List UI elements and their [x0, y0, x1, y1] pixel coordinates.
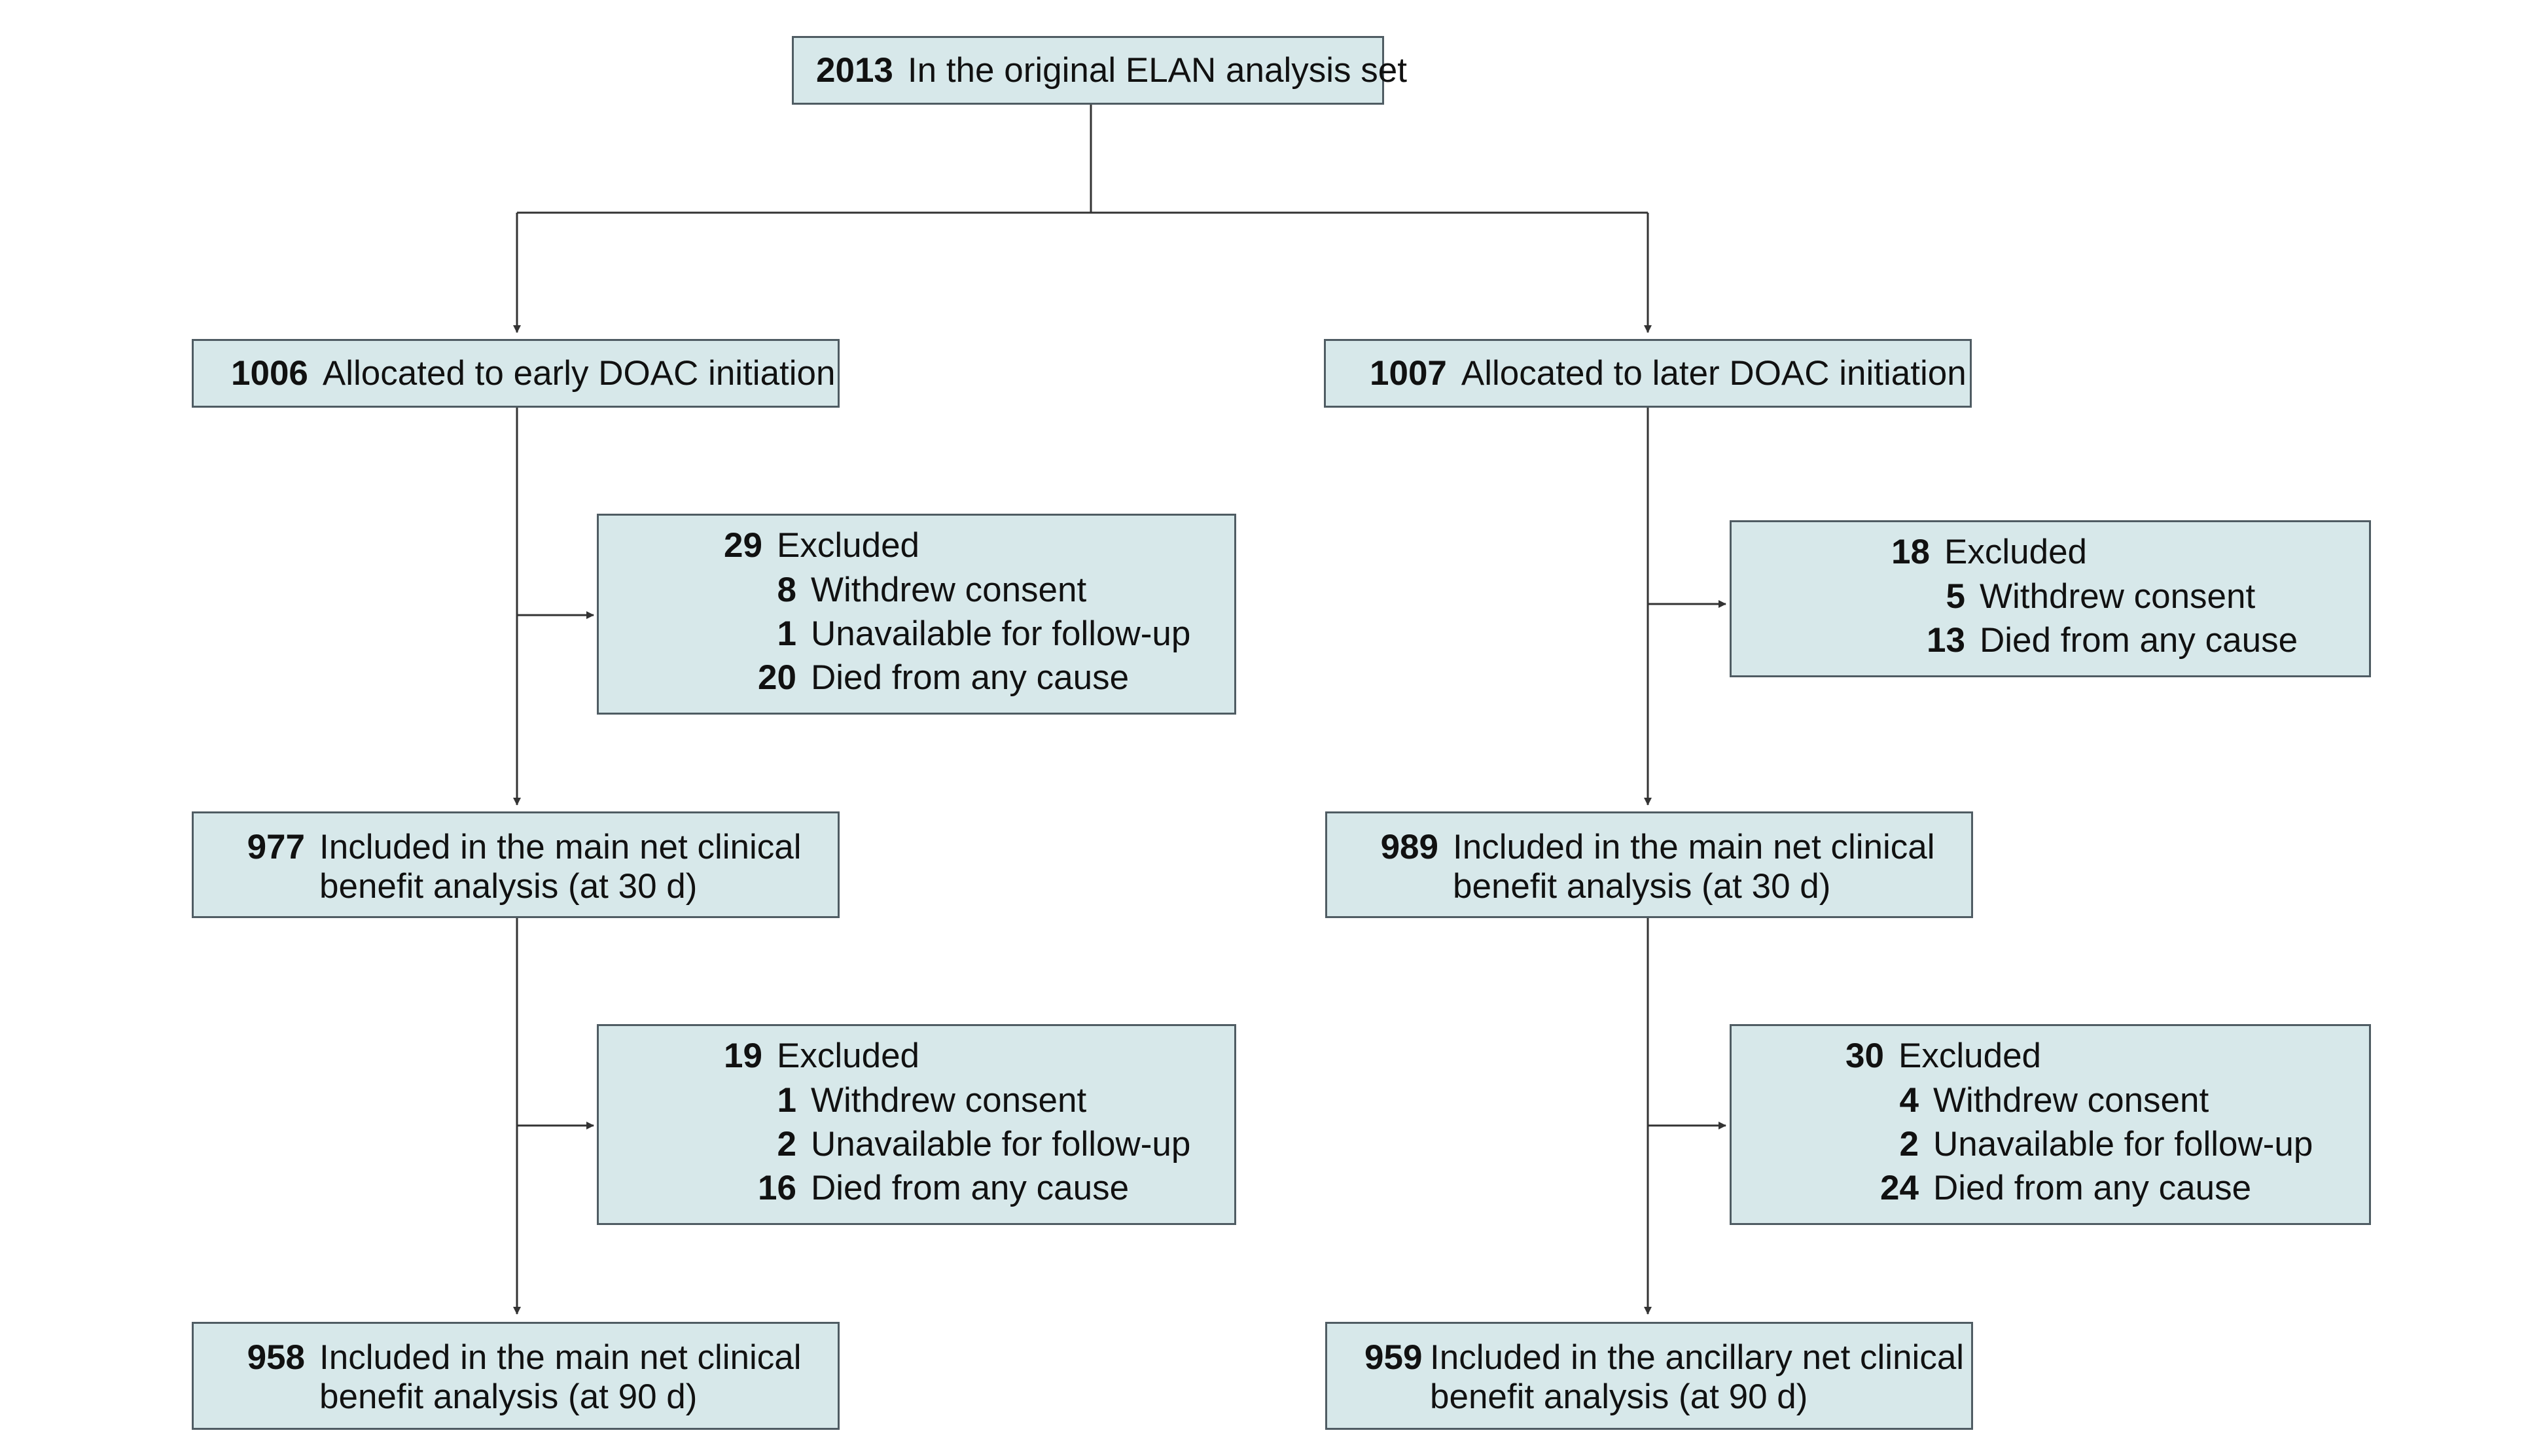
early-30d-died-count: 20: [758, 658, 796, 697]
early-30d-unavailable-label: Unavailable for follow-up: [811, 614, 1191, 653]
later-excluded-30d-label: Excluded: [1944, 533, 2088, 571]
later-allocation-count: 1007: [1370, 354, 1447, 393]
later-allocation-label: Allocated to later DOAC initiation: [1461, 354, 1967, 393]
early-90d-withdrew-label: Withdrew consent: [811, 1081, 1087, 1120]
later-excluded-30d-box: 18 Excluded 5 Withdrew consent 13 Died f…: [1730, 520, 2371, 677]
later-allocation-box: 1007 Allocated to later DOAC initiation: [1324, 339, 1972, 408]
later-excluded-90d-box: 30 Excluded 4 Withdrew consent 2 Unavail…: [1730, 1024, 2371, 1225]
later-90d-withdrew-label: Withdrew consent: [1933, 1081, 2209, 1120]
early-90d-unavailable-label: Unavailable for follow-up: [811, 1125, 1191, 1163]
early-30d-withdrew-count: 8: [777, 571, 796, 609]
early-excluded-90d-label: Excluded: [777, 1037, 920, 1075]
original-analysis-set-label: In the original ELAN analysis set: [907, 51, 1407, 90]
early-excluded-30d-label: Excluded: [777, 526, 920, 565]
later-included-90d-label-line2: benefit analysis (at 90 d): [1430, 1377, 1808, 1416]
early-included-90d-count: 958: [247, 1338, 305, 1377]
later-included-30d-label-line1: Included in the main net clinical: [1453, 828, 1935, 866]
early-excluded-90d-box: 19 Excluded 1 Withdrew consent 2 Unavail…: [597, 1024, 1236, 1225]
early-excluded-30d-box: 29 Excluded 8 Withdrew consent 1 Unavail…: [597, 514, 1236, 715]
later-30d-died-label: Died from any cause: [1980, 621, 2298, 660]
later-included-30d-count: 989: [1380, 828, 1438, 866]
later-90d-withdrew-count: 4: [1899, 1081, 1919, 1120]
early-included-90d-label-line2: benefit analysis (at 90 d): [319, 1377, 698, 1416]
early-90d-unavailable-count: 2: [777, 1125, 796, 1163]
early-90d-died-count: 16: [758, 1169, 796, 1207]
early-90d-withdrew-count: 1: [777, 1081, 796, 1120]
early-30d-unavailable-count: 1: [777, 614, 796, 653]
early-30d-died-label: Died from any cause: [811, 658, 1130, 697]
early-allocation-box: 1006 Allocated to early DOAC initiation: [192, 339, 840, 408]
later-included-90d-box: 959 Included in the ancillary net clinic…: [1325, 1322, 1973, 1430]
later-90d-died-label: Died from any cause: [1933, 1169, 2252, 1207]
early-excluded-30d-count: 29: [724, 526, 762, 565]
original-analysis-set-box: 2013 In the original ELAN analysis set: [792, 36, 1407, 105]
original-analysis-set-count: 2013: [816, 51, 893, 90]
early-included-90d-box: 958 Included in the main net clinical be…: [192, 1322, 840, 1430]
later-included-90d-count: 959: [1364, 1338, 1423, 1377]
early-90d-died-label: Died from any cause: [811, 1169, 1130, 1207]
later-excluded-90d-label: Excluded: [1898, 1037, 2042, 1075]
later-90d-died-count: 24: [1880, 1169, 1919, 1207]
early-included-30d-label-line2: benefit analysis (at 30 d): [319, 867, 698, 906]
later-included-30d-box: 989 Included in the main net clinical be…: [1325, 811, 1973, 918]
later-included-30d-label-line2: benefit analysis (at 30 d): [1453, 867, 1831, 906]
early-included-90d-label-line1: Included in the main net clinical: [319, 1338, 802, 1377]
later-30d-died-count: 13: [1927, 621, 1965, 660]
later-30d-withdrew-count: 5: [1946, 577, 1965, 616]
later-90d-unavailable-count: 2: [1899, 1125, 1919, 1163]
later-excluded-90d-count: 30: [1845, 1037, 1884, 1075]
early-allocation-count: 1006: [231, 354, 308, 393]
early-30d-withdrew-label: Withdrew consent: [811, 571, 1087, 609]
later-30d-withdrew-label: Withdrew consent: [1980, 577, 2256, 616]
later-excluded-30d-count: 18: [1891, 533, 1930, 571]
early-included-30d-label-line1: Included in the main net clinical: [319, 828, 802, 866]
early-allocation-label: Allocated to early DOAC initiation: [322, 354, 836, 393]
early-included-30d-box: 977 Included in the main net clinical be…: [192, 811, 840, 918]
early-included-30d-count: 977: [247, 828, 305, 866]
early-excluded-90d-count: 19: [724, 1037, 762, 1075]
later-included-90d-label-line1: Included in the ancillary net clinical: [1430, 1338, 1965, 1377]
later-90d-unavailable-label: Unavailable for follow-up: [1933, 1125, 2313, 1163]
